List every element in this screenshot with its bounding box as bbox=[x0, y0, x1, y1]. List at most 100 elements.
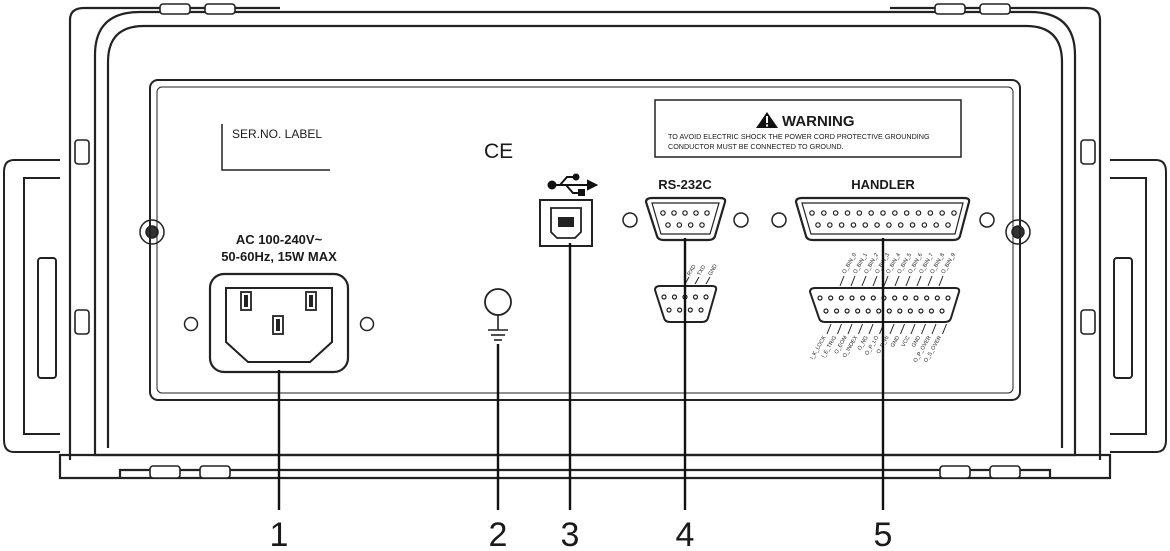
pin bbox=[897, 308, 903, 314]
pin bbox=[860, 295, 866, 301]
pin bbox=[865, 308, 871, 314]
handler-title: HANDLER bbox=[851, 177, 915, 192]
usb-port[interactable] bbox=[539, 199, 593, 247]
leader-line bbox=[705, 276, 711, 285]
pin bbox=[918, 308, 924, 314]
warning-box: WARNING TO AVOID ELECTRIC SHOCK THE POWE… bbox=[654, 99, 962, 158]
pin bbox=[892, 295, 898, 301]
callout-5: 5 bbox=[874, 516, 893, 551]
frame-notches bbox=[74, 3, 1096, 479]
pin bbox=[809, 210, 815, 216]
pin bbox=[698, 307, 704, 313]
rs232-pin-label: TXD bbox=[697, 264, 708, 277]
pin bbox=[886, 222, 892, 228]
pin bbox=[821, 210, 827, 216]
outer-frame bbox=[58, 6, 1112, 480]
pin bbox=[671, 294, 678, 300]
power-rating-line1: AC 100-240V~ bbox=[236, 232, 323, 247]
warning-text-line1: TO AVOID ELECTRIC SHOCK THE POWER CORD P… bbox=[668, 132, 930, 141]
leader-line bbox=[921, 323, 926, 335]
leader-line bbox=[858, 323, 863, 335]
mount-hole bbox=[183, 316, 199, 332]
leader-line bbox=[839, 275, 845, 287]
pin bbox=[823, 308, 829, 314]
rs232-pin-label: RXD bbox=[687, 264, 698, 277]
pin bbox=[844, 210, 851, 216]
handler-pin-holes bbox=[809, 210, 957, 228]
callout-4: 4 bbox=[676, 516, 695, 551]
pin bbox=[687, 307, 693, 313]
pin bbox=[661, 294, 667, 300]
pin bbox=[817, 295, 823, 301]
pin bbox=[815, 222, 821, 228]
right-handle bbox=[1110, 159, 1167, 453]
leader-line bbox=[837, 323, 842, 335]
pin bbox=[928, 308, 935, 314]
ground-terminal-icon[interactable] bbox=[484, 288, 512, 341]
mount-hole bbox=[622, 212, 638, 228]
pin bbox=[704, 210, 710, 216]
pin bbox=[921, 222, 928, 228]
pin bbox=[693, 210, 699, 216]
pin bbox=[915, 210, 922, 216]
pin bbox=[907, 308, 913, 314]
pin bbox=[913, 295, 919, 301]
callout-2: 2 bbox=[489, 516, 508, 551]
pin bbox=[828, 295, 834, 301]
pin bbox=[880, 210, 886, 216]
callout-1: 1 bbox=[270, 516, 289, 551]
pin bbox=[692, 294, 699, 300]
pin bbox=[939, 210, 945, 216]
rs232-port[interactable] bbox=[622, 196, 749, 242]
rs232-pin-holes bbox=[660, 210, 710, 228]
leader-line bbox=[927, 275, 933, 287]
leader-line bbox=[861, 275, 867, 287]
pin bbox=[850, 222, 857, 228]
ac-power-inlet[interactable] bbox=[183, 272, 375, 374]
pin bbox=[945, 295, 951, 301]
mount-hole bbox=[359, 316, 375, 332]
callout-lines bbox=[277, 238, 885, 510]
mount-hole bbox=[979, 212, 995, 228]
pin bbox=[838, 295, 844, 301]
pin bbox=[951, 210, 957, 216]
serial-label-area: SER.NO. LABEL bbox=[221, 124, 330, 171]
leader-line bbox=[938, 275, 944, 287]
pin bbox=[703, 294, 709, 300]
callout-3: 3 bbox=[561, 516, 580, 551]
pin bbox=[892, 210, 898, 216]
leader-line bbox=[889, 323, 895, 335]
pin bbox=[838, 222, 845, 228]
pin bbox=[862, 222, 869, 228]
pin bbox=[909, 222, 916, 228]
leader-line bbox=[894, 275, 900, 287]
warning-triangle-icon bbox=[756, 112, 778, 128]
pin bbox=[677, 307, 683, 313]
rs232-title: RS-232C bbox=[658, 177, 712, 192]
pin bbox=[868, 210, 874, 216]
pin bbox=[876, 308, 882, 314]
leader-line bbox=[942, 323, 947, 335]
handler-pinout-diagram: O_BIN_0O_BIN_1O_BIN_2O_BIN_3O_BIN_4O_BIN… bbox=[808, 252, 961, 364]
pin bbox=[902, 295, 908, 301]
pin bbox=[849, 295, 855, 301]
rs232-pin-label: GND bbox=[708, 263, 719, 277]
leader-line bbox=[850, 275, 856, 287]
leader-line bbox=[847, 323, 853, 335]
handler-port[interactable] bbox=[771, 196, 995, 242]
pin bbox=[927, 210, 934, 216]
leader-line bbox=[872, 275, 878, 287]
pin bbox=[874, 222, 880, 228]
pin bbox=[855, 308, 861, 314]
pin bbox=[945, 222, 951, 228]
pin bbox=[924, 295, 930, 301]
pin bbox=[833, 308, 840, 314]
pin bbox=[832, 210, 839, 216]
pin bbox=[903, 210, 910, 216]
usb-icon bbox=[547, 173, 599, 196]
leader-line bbox=[868, 323, 874, 335]
leader-line bbox=[931, 323, 937, 335]
pin bbox=[682, 210, 688, 216]
